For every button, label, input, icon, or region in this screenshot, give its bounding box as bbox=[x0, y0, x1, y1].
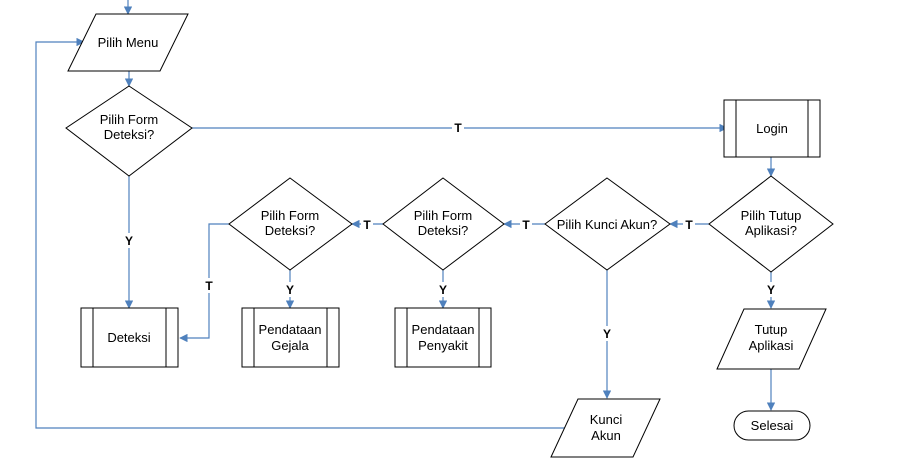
svg-text:Pendataan: Pendataan bbox=[259, 322, 322, 337]
svg-text:Deteksi?: Deteksi? bbox=[418, 223, 469, 238]
edge-labels: T Y T Y T Y T Y T Y bbox=[123, 120, 777, 341]
svg-text:Akun: Akun bbox=[591, 428, 621, 443]
svg-text:Deteksi?: Deteksi? bbox=[265, 223, 316, 238]
label-form-left-y: Y bbox=[286, 283, 294, 297]
node-selesai: Selesai bbox=[733, 410, 811, 441]
node-pendataan-penyakit: Pendataan Penyakit bbox=[394, 307, 492, 368]
node-deteksi: Deteksi bbox=[80, 307, 179, 368]
svg-text:Pilih Form: Pilih Form bbox=[414, 208, 473, 223]
label-form-top-y: Y bbox=[125, 234, 133, 248]
node-pilih-menu: Pilih Menu bbox=[67, 13, 189, 72]
node-decision-tutup: Pilih Tutup Aplikasi? bbox=[708, 175, 834, 273]
svg-text:Kunci: Kunci bbox=[590, 412, 623, 427]
label-kunci-t: T bbox=[522, 218, 530, 232]
label-tutup-t: T bbox=[685, 218, 693, 232]
svg-text:Gejala: Gejala bbox=[271, 338, 309, 353]
svg-text:Pilih Kunci Akun?: Pilih Kunci Akun? bbox=[557, 217, 657, 232]
svg-text:Login: Login bbox=[756, 121, 788, 136]
label-form-left-t: T bbox=[205, 279, 213, 293]
node-decision-form-top: Pilih Form Deteksi? bbox=[65, 85, 193, 177]
svg-text:Aplikasi: Aplikasi bbox=[749, 338, 794, 353]
svg-text:Tutup: Tutup bbox=[755, 322, 788, 337]
svg-text:Aplikasi?: Aplikasi? bbox=[745, 223, 797, 238]
svg-text:Penyakit: Penyakit bbox=[418, 338, 468, 353]
label-tutup-y: Y bbox=[767, 283, 775, 297]
svg-text:Deteksi: Deteksi bbox=[107, 330, 150, 345]
label-form-top-t: T bbox=[454, 121, 462, 135]
edge-kunci-akun-loop-to-pilih-menu bbox=[35, 37, 576, 429]
svg-text:Pilih Menu: Pilih Menu bbox=[98, 35, 159, 50]
label-form-mid-y: Y bbox=[439, 283, 447, 297]
node-tutup-aplikasi: Tutup Aplikasi bbox=[716, 308, 827, 370]
svg-text:Pilih Form: Pilih Form bbox=[100, 112, 159, 127]
node-pendataan-gejala: Pendataan Gejala bbox=[241, 307, 340, 368]
label-form-mid-t: T bbox=[363, 218, 371, 232]
node-decision-kunci: Pilih Kunci Akun? bbox=[544, 177, 671, 271]
label-kunci-y: Y bbox=[603, 327, 611, 341]
node-decision-form-left: Pilih Form Deteksi? bbox=[228, 177, 353, 271]
svg-text:Pendataan: Pendataan bbox=[412, 322, 475, 337]
svg-text:Pilih Tutup: Pilih Tutup bbox=[741, 208, 802, 223]
node-decision-form-mid: Pilih Form Deteksi? bbox=[382, 177, 505, 271]
svg-text:Selesai: Selesai bbox=[751, 418, 794, 433]
node-kunci-akun: Kunci Akun bbox=[550, 398, 661, 458]
svg-text:Deteksi?: Deteksi? bbox=[104, 127, 155, 142]
node-login: Login bbox=[723, 99, 821, 158]
svg-text:Pilih Form: Pilih Form bbox=[261, 208, 320, 223]
